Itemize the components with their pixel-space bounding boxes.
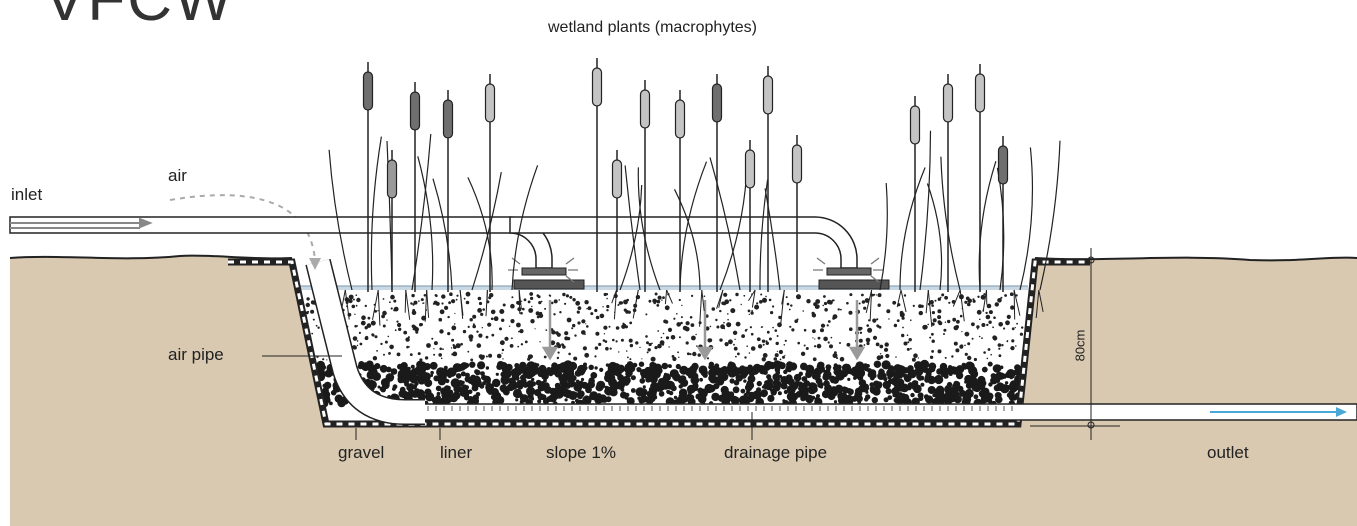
inlet-label: inlet bbox=[11, 186, 42, 203]
depth-label: 80cm bbox=[1073, 326, 1088, 366]
water-surface bbox=[300, 286, 1028, 290]
air-pipe-label: air pipe bbox=[168, 346, 224, 363]
drainage-pipe-label: drainage pipe bbox=[724, 444, 827, 461]
plants-label: wetland plants (macrophytes) bbox=[548, 20, 757, 36]
slope-label: slope 1% bbox=[546, 444, 616, 461]
air-label: air bbox=[168, 167, 187, 184]
gravel-label: gravel bbox=[338, 444, 384, 461]
outlet-label: outlet bbox=[1207, 444, 1249, 461]
title-fragment: VFCW bbox=[44, 0, 235, 31]
liner-label: liner bbox=[440, 444, 472, 461]
